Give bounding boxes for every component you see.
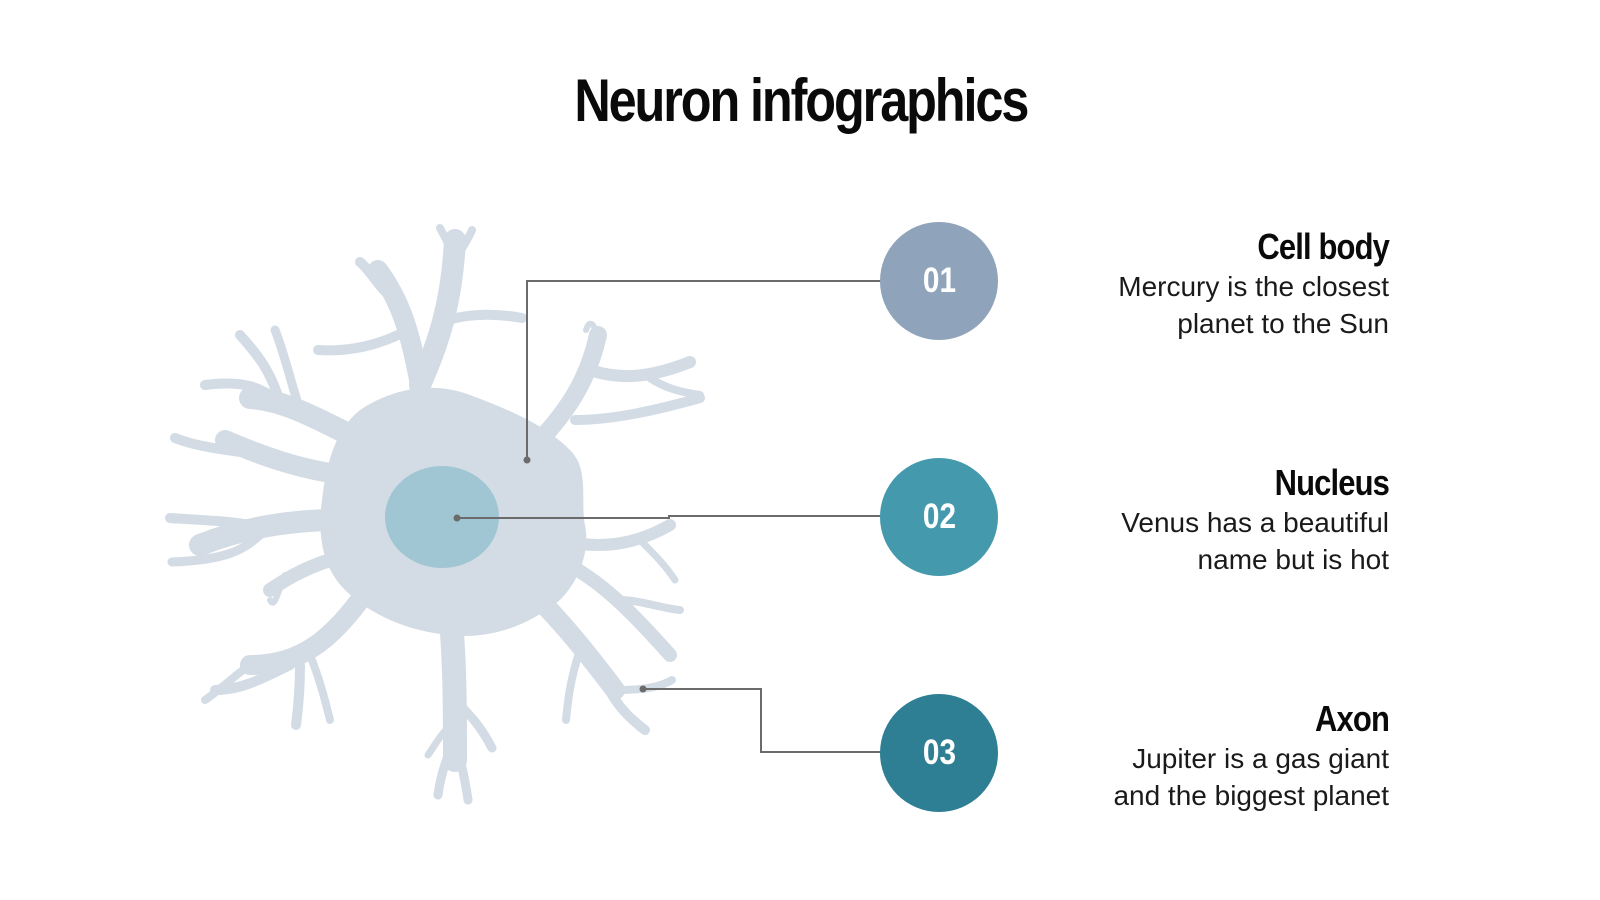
connector-lines	[457, 280, 882, 753]
item-axon: Axon Jupiter is a gas giant and the bigg…	[969, 698, 1389, 814]
connector-dots	[453, 456, 647, 693]
badge-03: 03	[880, 694, 998, 812]
item-desc-line: name but is hot	[1197, 544, 1389, 575]
badge-number: 01	[922, 261, 956, 300]
neuron-illustration	[165, 224, 705, 805]
page-title: Neuron infographics	[574, 67, 1029, 134]
connector-dot-02	[453, 514, 461, 522]
item-title: Cell body	[1257, 226, 1389, 267]
badge-02: 02	[880, 458, 998, 576]
item-desc-line: Venus has a beautiful	[1121, 507, 1389, 538]
item-desc-line: planet to the Sun	[1177, 308, 1389, 339]
connector-03	[643, 688, 882, 753]
connector-dot-01	[523, 456, 531, 464]
badge-number: 03	[922, 733, 956, 772]
item-title: Axon	[1315, 698, 1390, 739]
item-nucleus: Nucleus Venus has a beautiful name but i…	[969, 462, 1390, 578]
item-title: Nucleus	[1274, 462, 1390, 503]
nucleus-shape	[385, 466, 499, 568]
connector-01	[526, 280, 882, 460]
connector-02	[457, 515, 882, 519]
item-desc-line: Jupiter is a gas giant	[1132, 743, 1389, 774]
item-description: Jupiter is a gas giant and the biggest p…	[969, 740, 1389, 814]
badge-number: 02	[922, 497, 956, 536]
connector-dot-03	[639, 685, 647, 693]
item-desc-line: and the biggest planet	[1113, 780, 1389, 811]
item-description: Venus has a beautiful name but is hot	[969, 504, 1389, 578]
badge-01: 01	[880, 222, 998, 340]
item-desc-line: Mercury is the closest	[1118, 271, 1389, 302]
item-description: Mercury is the closest planet to the Sun	[969, 268, 1389, 342]
item-cell-body: Cell body Mercury is the closest planet …	[969, 226, 1390, 342]
